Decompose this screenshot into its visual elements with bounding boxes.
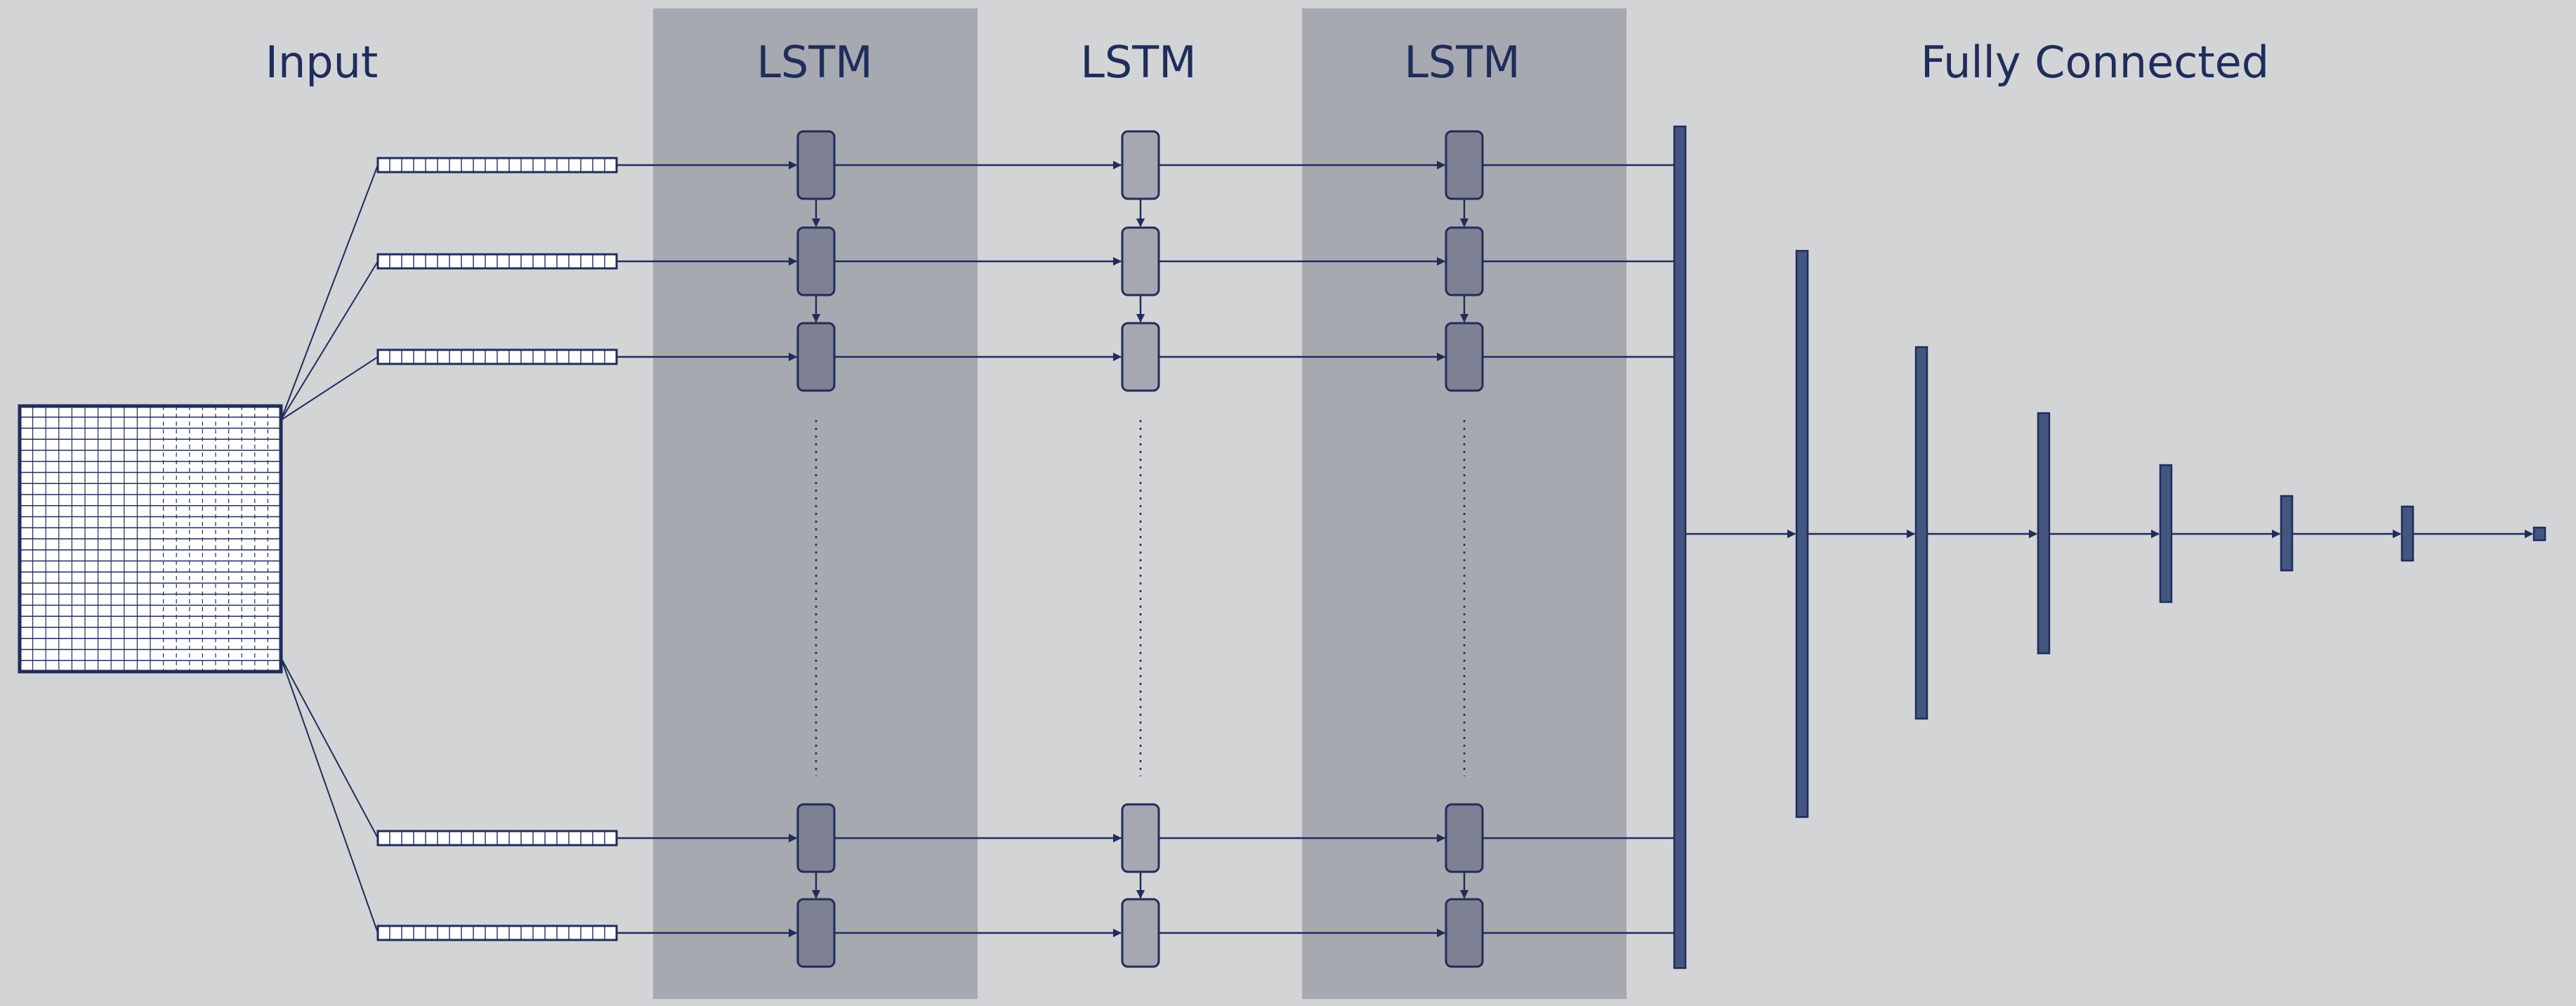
input-fan-line <box>280 657 379 839</box>
lstm-cell <box>1121 130 1160 200</box>
fully-connected-band <box>1627 8 2568 999</box>
dense-layer-bar <box>2037 412 2051 655</box>
input-vector <box>376 925 618 941</box>
lstm-cell <box>1121 322 1160 392</box>
lstm-title-3: LSTM <box>1404 37 1520 88</box>
lstm-group <box>617 130 1680 968</box>
dense-layer-bar <box>1673 125 1687 969</box>
input-vector <box>376 348 618 365</box>
input-group <box>18 157 618 941</box>
lstm-title-1: LSTM <box>756 37 872 88</box>
input-matrix <box>18 404 283 674</box>
lstm-cell <box>796 322 836 392</box>
fully-connected-title: Fully Connected <box>1921 37 2269 88</box>
lstm-cell <box>1121 226 1160 296</box>
lstm-cell <box>1445 226 1484 296</box>
input-title: Input <box>265 37 379 88</box>
input-fan-line <box>280 164 379 421</box>
dense-layer-bar <box>2159 464 2173 603</box>
dense-layer-bar <box>2400 505 2414 562</box>
lstm-cell <box>1121 898 1160 968</box>
dense-layer-bar <box>1914 346 1928 720</box>
input-fan-line <box>280 356 379 421</box>
lstm-cell <box>1445 803 1484 873</box>
lstm-cell <box>1445 322 1484 392</box>
lstm-cell <box>796 803 836 873</box>
dense-layer-bar <box>2280 495 2294 572</box>
input-vector <box>376 253 618 270</box>
lstm-cell <box>796 226 836 296</box>
input-fan-line <box>280 261 379 421</box>
input-fan-line <box>280 657 379 934</box>
lstm-cell <box>1121 803 1160 873</box>
lstm-cell <box>1445 130 1484 200</box>
lstm-title-2: LSTM <box>1080 37 1196 88</box>
fully-connected-group <box>1673 125 2547 969</box>
lstm-cell <box>1445 898 1484 968</box>
dense-layer-bar <box>1795 249 1809 818</box>
input-vector <box>376 157 618 174</box>
dense-layer-bar <box>2532 526 2547 542</box>
lstm-cell <box>796 898 836 968</box>
lstm-cell <box>796 130 836 200</box>
input-vector <box>376 830 618 847</box>
